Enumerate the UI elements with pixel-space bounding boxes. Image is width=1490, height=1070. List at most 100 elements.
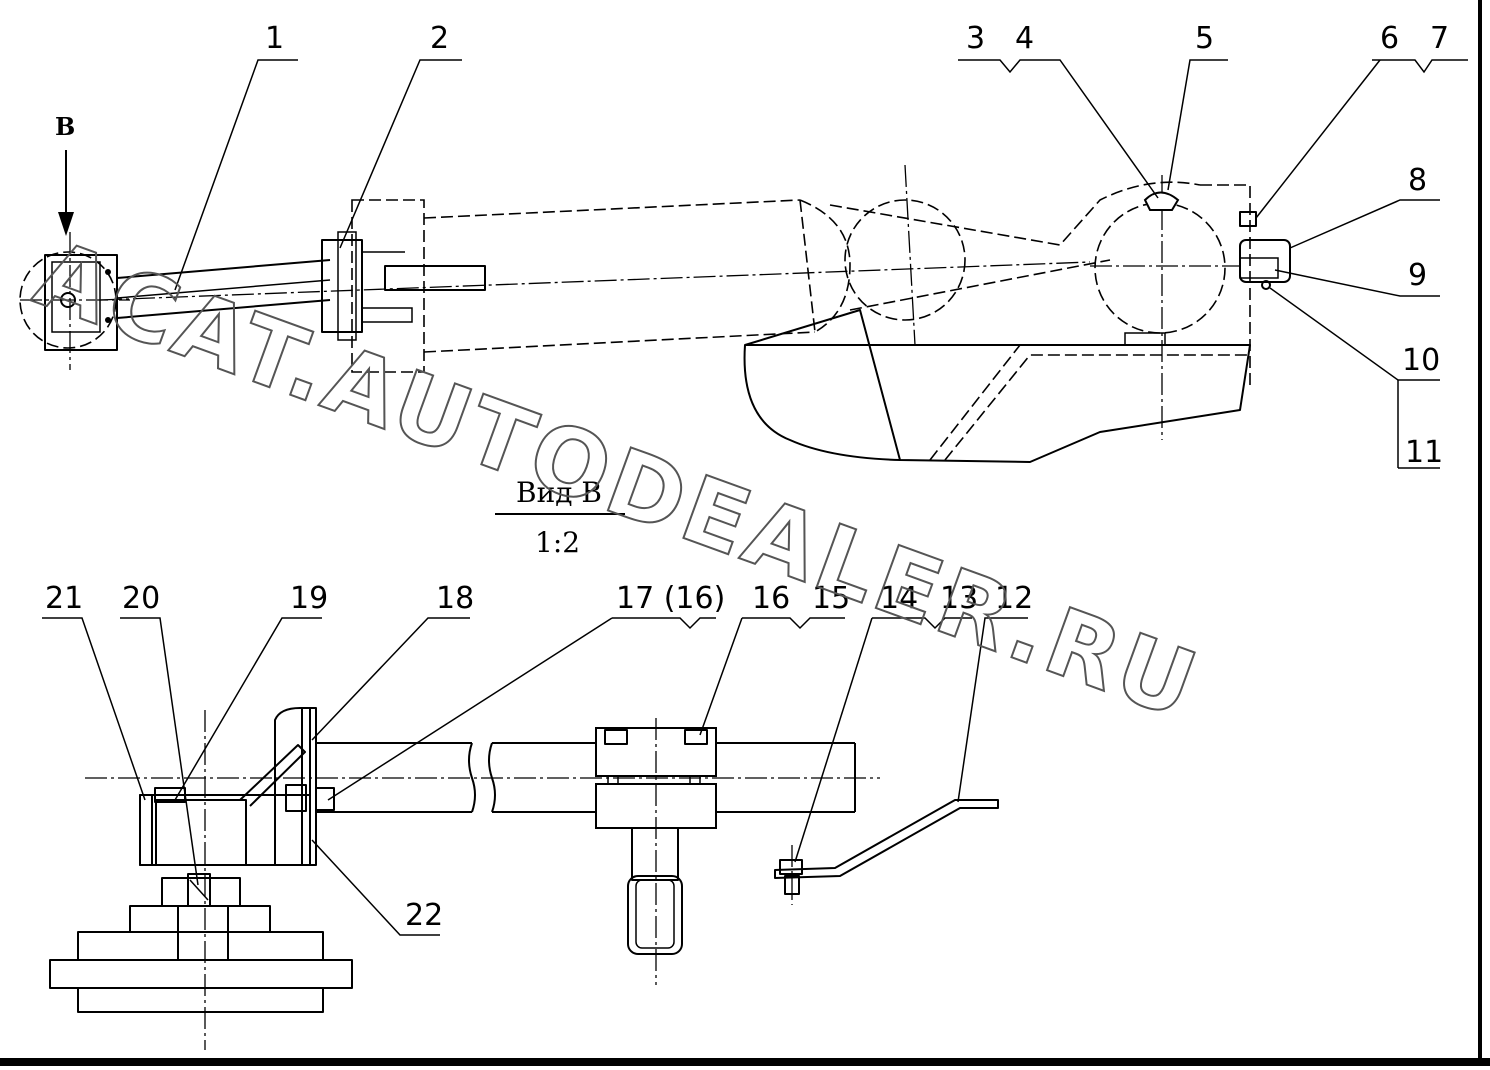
leader-6-7 xyxy=(1255,59,1381,219)
callout-20: 20 xyxy=(122,581,160,616)
bolt-dot xyxy=(105,269,111,275)
callout-11: 11 xyxy=(1405,435,1443,470)
bracket-plate xyxy=(274,707,311,865)
leader-20 xyxy=(120,617,199,886)
base-plate-2 xyxy=(77,931,324,961)
strap-nut xyxy=(779,859,803,875)
leader-14-13 xyxy=(794,617,873,863)
callout-7: 7 xyxy=(1430,21,1449,56)
support-foot xyxy=(627,875,683,955)
tube-break-left xyxy=(468,742,476,813)
top-assembly xyxy=(19,164,1291,463)
leader-22 xyxy=(311,839,440,936)
support-foot-inner xyxy=(635,879,675,949)
clamp-nut-right xyxy=(684,729,708,745)
callout-17: 17 (16) xyxy=(616,581,725,616)
callout-18: 18 xyxy=(436,581,474,616)
callout-4: 4 xyxy=(1015,21,1034,56)
strap-bracket xyxy=(774,799,999,879)
leader-6-7-bar xyxy=(1372,59,1468,74)
center-bolt xyxy=(187,873,211,907)
callout-9: 9 xyxy=(1408,258,1427,293)
base-plate-3 xyxy=(77,987,324,1013)
cylinder-bottom xyxy=(423,331,816,353)
end-fitting-nut xyxy=(1261,280,1271,290)
callout-6: 6 xyxy=(1380,21,1399,56)
pivot-left-axis xyxy=(904,164,916,346)
callout-14: 14 xyxy=(880,581,918,616)
watermark: ACAT.AUTODEALER.RU xyxy=(22,220,1212,740)
leader-16-15 xyxy=(699,617,743,736)
pivot-circle-left xyxy=(844,199,966,321)
flange-stud-lower xyxy=(361,307,413,323)
left-bracket xyxy=(44,254,118,351)
flange-outline xyxy=(351,199,425,373)
bracket-wall xyxy=(139,794,153,866)
leader-5 xyxy=(1167,59,1228,191)
end-fitting-bolt xyxy=(1239,211,1257,227)
bottom-assembly xyxy=(49,707,999,1050)
leader-1 xyxy=(174,59,298,291)
housing-left-edge xyxy=(743,344,901,461)
callout-1: 1 xyxy=(265,21,284,56)
callout-21: 21 xyxy=(45,581,83,616)
bracket-block xyxy=(155,799,247,866)
cylinder-top xyxy=(423,199,801,219)
lever-lower xyxy=(849,259,1111,311)
housing-inner-2 xyxy=(944,354,1250,461)
flange-nut xyxy=(285,784,307,812)
leader-17 xyxy=(327,617,613,801)
bracket-gusset xyxy=(239,744,306,807)
left-bracket-inner xyxy=(51,261,101,333)
bracket-body xyxy=(139,794,311,866)
leader-9 xyxy=(1274,269,1440,297)
end-fitting xyxy=(1239,239,1291,283)
callouts: 1 2 3 4 5 6 7 8 9 10 11 21 20 xyxy=(42,21,1468,936)
leader-12 xyxy=(957,617,1028,803)
callout-13: 13 xyxy=(940,581,978,616)
callout-19: 19 xyxy=(290,581,328,616)
leader-18 xyxy=(311,617,470,741)
callout-12: 12 xyxy=(995,581,1033,616)
end-fitting-inner xyxy=(1239,257,1279,279)
leader-14-13-bar xyxy=(872,617,972,630)
cylinder-end xyxy=(799,199,851,333)
callout-3: 3 xyxy=(966,21,985,56)
callout-10: 10 xyxy=(1402,343,1440,378)
view-marker: B xyxy=(55,112,75,236)
housing-pad xyxy=(1124,332,1166,346)
leader-19 xyxy=(174,617,322,801)
clamp-nut-left xyxy=(604,729,628,745)
callout-2: 2 xyxy=(430,21,449,56)
flange xyxy=(321,239,363,333)
cylinder-end-line xyxy=(799,199,816,333)
rod-bottom xyxy=(116,299,331,319)
base-plate-1 xyxy=(49,959,353,989)
section-title-text: Вид В xyxy=(516,476,602,509)
flange-stud xyxy=(384,265,486,291)
bolt-dot xyxy=(105,317,111,323)
support-post xyxy=(631,827,679,881)
lever-upper xyxy=(829,181,1201,246)
cylinder-axis xyxy=(99,261,1091,301)
base-plate-4 xyxy=(129,905,271,933)
leader-21 xyxy=(42,617,146,801)
callout-15: 15 xyxy=(812,581,850,616)
leader-8 xyxy=(1289,199,1440,249)
bracket-flange xyxy=(301,707,317,866)
pivot-circle-right xyxy=(1094,202,1226,334)
leader-17-bar xyxy=(612,617,716,630)
section-title: Вид В 1:2 xyxy=(495,476,625,559)
view-arrow-head xyxy=(58,212,74,236)
flange-bolt-head xyxy=(315,787,335,811)
section-scale-text: 1:2 xyxy=(535,526,580,559)
leader-16-15-bar xyxy=(742,617,845,630)
callout-5: 5 xyxy=(1195,21,1214,56)
rod-mid xyxy=(116,279,331,299)
callout-8: 8 xyxy=(1408,163,1427,198)
callout-16: 16 xyxy=(752,581,790,616)
housing-inner-1 xyxy=(929,344,1250,461)
grease-fitting xyxy=(1143,191,1180,211)
